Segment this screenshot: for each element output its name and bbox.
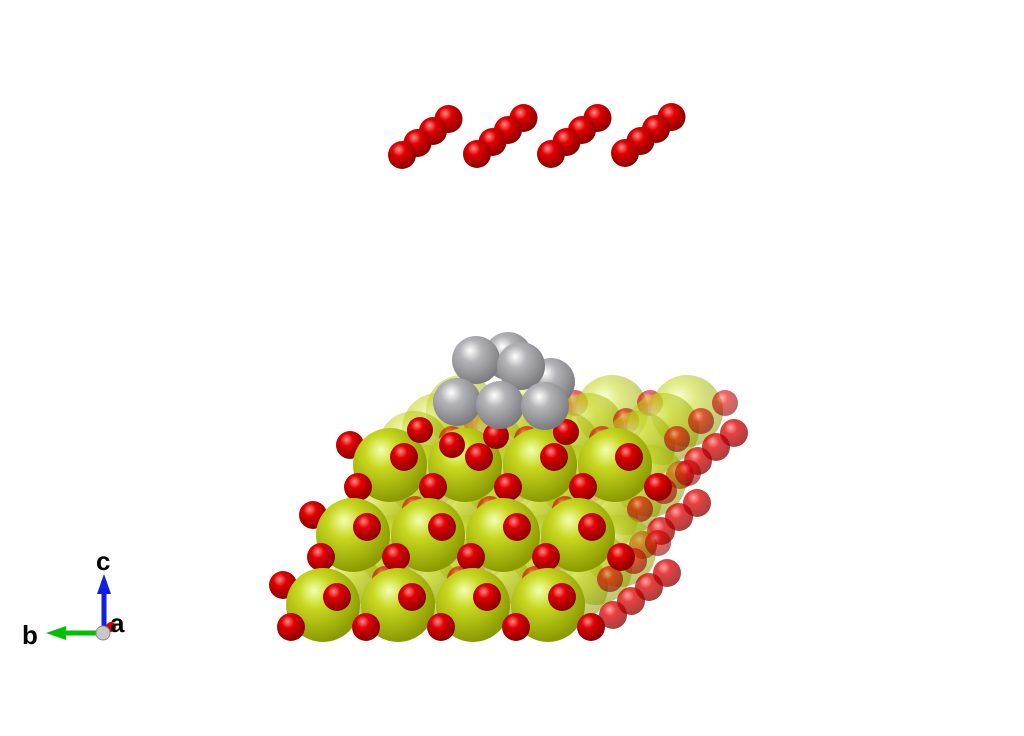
oxygen-atom <box>548 583 576 611</box>
oxygen-atom <box>537 140 565 168</box>
oxygen-atom <box>353 513 381 541</box>
oxygen-atom <box>352 613 380 641</box>
oxygen-atom <box>344 473 372 501</box>
oxygen-atom <box>688 408 714 434</box>
oxygen-atom <box>463 140 491 168</box>
oxygen-atom <box>439 432 465 458</box>
oxygen-atom <box>473 583 501 611</box>
platinum-cluster <box>433 332 575 430</box>
oxygen-atom <box>644 473 672 501</box>
oxygen-atom <box>502 613 530 641</box>
oxygen-atom <box>664 426 690 452</box>
oxygen-atom <box>627 496 653 522</box>
platinum-atom <box>521 382 569 430</box>
oxygen-atom <box>540 443 568 471</box>
oxygen-atom <box>611 139 639 167</box>
oxygen-atom <box>407 417 433 443</box>
oxygen-atom <box>388 141 416 169</box>
oxygen-atom <box>483 423 509 449</box>
oxygen-atom <box>532 543 560 571</box>
oxygen-atom <box>615 443 643 471</box>
oxygen-atom <box>398 583 426 611</box>
slab-main-atoms <box>269 417 672 642</box>
axis-b-arrowhead <box>46 626 66 640</box>
oxygen-atom <box>277 613 305 641</box>
oxygen-atom <box>569 473 597 501</box>
oxygen-atom <box>323 583 351 611</box>
oxygen-atom <box>577 613 605 641</box>
oxygen-atom <box>465 443 493 471</box>
oxygen-atom <box>607 543 635 571</box>
platinum-atom <box>497 342 545 390</box>
platinum-atom <box>476 381 524 429</box>
oxygen-gas-layer <box>388 103 686 169</box>
platinum-atom <box>452 336 500 384</box>
oxygen-atom <box>597 566 623 592</box>
oxygen-atom <box>645 530 671 556</box>
oxygen-atom <box>428 513 456 541</box>
oxygen-atom <box>382 543 410 571</box>
oxygen-atom <box>457 543 485 571</box>
oxygen-atom <box>419 473 447 501</box>
oxygen-atom <box>390 443 418 471</box>
oxygen-atom <box>712 390 738 416</box>
axis-indicator: c b a <box>22 546 125 650</box>
axis-a-label: a <box>110 608 125 638</box>
oxygen-atom <box>599 601 627 629</box>
oxygen-atom <box>503 513 531 541</box>
oxygen-atom <box>553 419 579 445</box>
axis-origin <box>95 625 111 641</box>
axis-b-label: b <box>22 620 38 650</box>
axis-c-arrowhead <box>97 574 111 594</box>
oxygen-atom <box>494 473 522 501</box>
oxygen-atom <box>578 513 606 541</box>
oxygen-atom <box>675 460 701 486</box>
axis-c-label: c <box>96 546 110 576</box>
oxygen-atom <box>427 613 455 641</box>
oxygen-atom <box>307 543 335 571</box>
platinum-atom <box>433 378 481 426</box>
